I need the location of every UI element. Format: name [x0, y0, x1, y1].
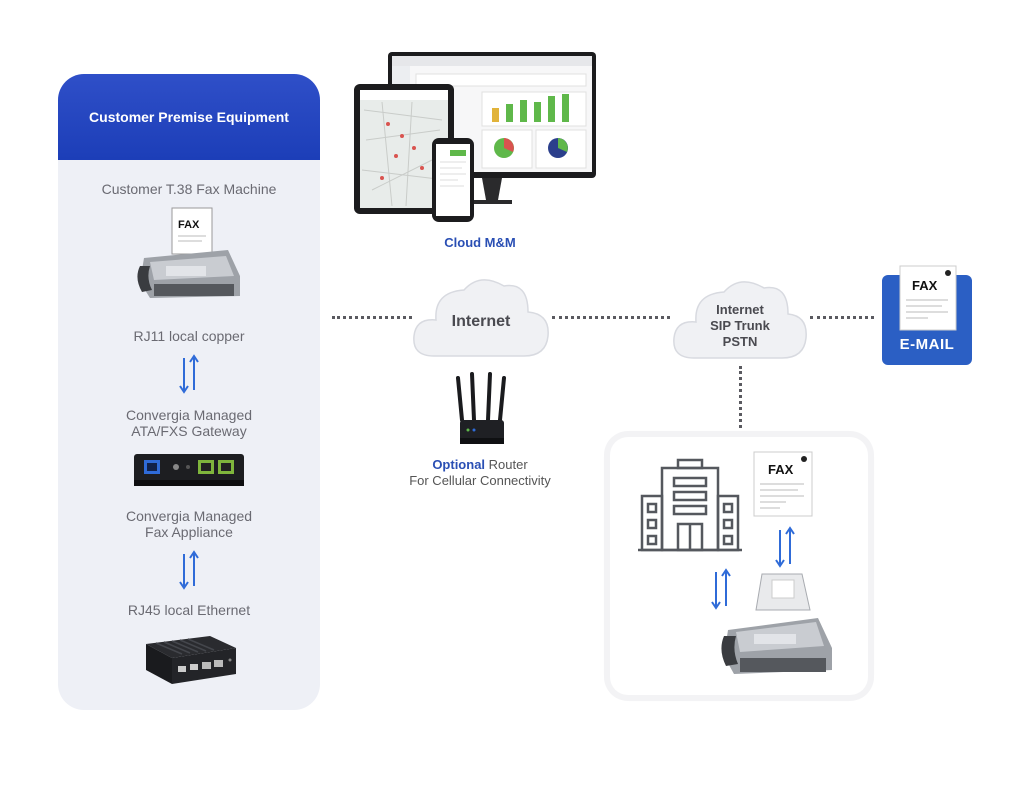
cpe-header: Customer Premise Equipment — [58, 74, 320, 160]
fax-appliance-icon — [146, 636, 236, 684]
fax-paper-text: FAX — [178, 219, 200, 231]
bidirectional-arrow-icon — [179, 550, 199, 590]
sip-trunk-cloud-icon — [673, 281, 807, 359]
router-icon — [456, 372, 506, 444]
cpe-panel: Customer Premise Equipment Customer T.38… — [58, 74, 320, 710]
office-fax-machine-icon — [721, 573, 832, 674]
bidirectional-arrow-icon — [179, 354, 199, 394]
internet-cloud-icon — [413, 279, 549, 357]
router-optional-label: Optional — [432, 457, 486, 472]
dotted-link — [810, 316, 874, 319]
sip-trunk-cloud-label: Internet SIP Trunk PSTN — [670, 302, 810, 350]
ata-label-line2: ATA/FXS Gateway — [131, 423, 247, 439]
copper-label: RJ11 local copper — [133, 328, 245, 344]
fax-document-icon: FAX — [753, 451, 813, 517]
office-fax-paper-text: FAX — [768, 462, 794, 477]
dotted-link — [739, 366, 742, 428]
router-caption-line1: Optional Router — [380, 457, 580, 472]
ethernet-label: RJ45 local Ethernet — [127, 602, 251, 618]
cloud-mm-devices-icon — [354, 52, 596, 222]
dotted-link — [552, 316, 670, 319]
dotted-link — [332, 316, 412, 319]
office-building-icon — [638, 458, 742, 552]
internet-cloud-label: Internet — [451, 313, 511, 330]
appliance-label-line1: Convergia Managed — [125, 508, 253, 524]
appliance-label-line2: Fax Appliance — [145, 524, 233, 540]
ata-gateway-icon — [134, 454, 244, 486]
email-label: E-MAIL — [899, 336, 955, 353]
sip-trunk-line3: PSTN — [722, 334, 758, 349]
router-caption-line2: For Cellular Connectivity — [409, 473, 551, 488]
ata-label-line1: Convergia Managed — [125, 407, 253, 423]
sip-trunk-line1: Internet — [716, 302, 764, 317]
email-fax-document-icon: FAX — [899, 265, 957, 331]
email-fax-text: FAX — [912, 278, 938, 293]
fax-machine-label: Customer T.38 Fax Machine — [101, 181, 277, 197]
bidirectional-arrow-icon — [775, 526, 795, 568]
bidirectional-arrow-icon — [711, 568, 731, 610]
sip-trunk-line2: SIP Trunk — [710, 318, 770, 333]
fax-machine-icon: FAX — [137, 207, 240, 298]
router-word: Router — [488, 457, 528, 472]
cloud-mm-label: Cloud M&M — [444, 235, 516, 250]
